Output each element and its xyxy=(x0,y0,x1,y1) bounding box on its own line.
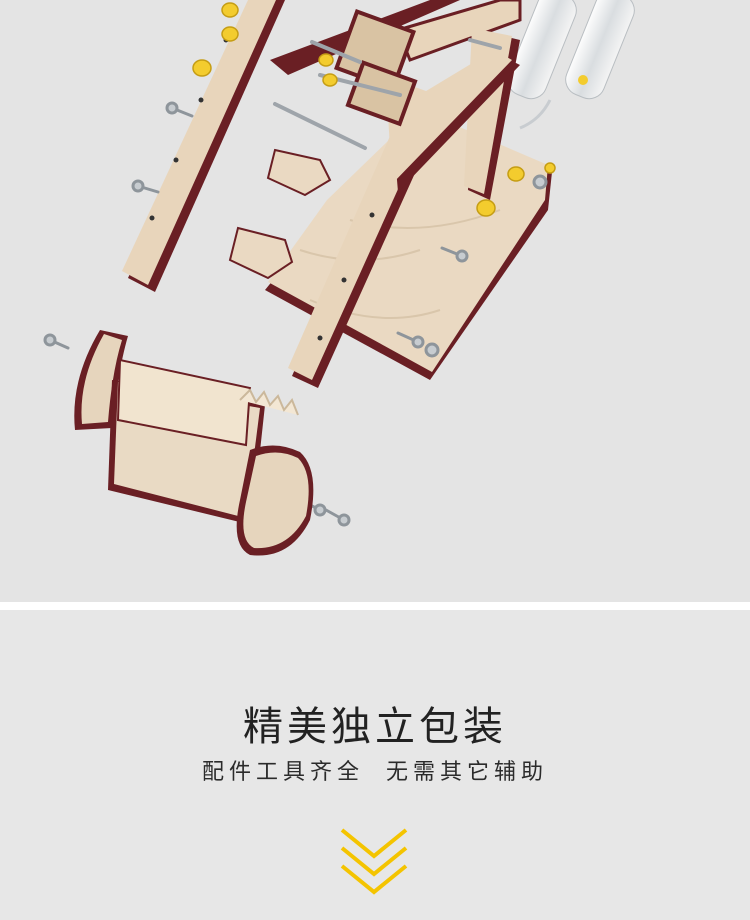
subline-right: 无需其它辅助 xyxy=(386,760,549,785)
bucket-assembly xyxy=(74,330,314,556)
side-tab-pieces xyxy=(228,148,332,280)
section-divider xyxy=(0,602,750,610)
subline-left: 配件工具齐全 xyxy=(201,760,364,785)
subline: 配件工具齐全无需其它辅助 xyxy=(0,754,750,786)
yellow-spacers xyxy=(192,2,556,217)
screws xyxy=(43,101,548,527)
excavator-kit-illustration xyxy=(43,0,635,556)
headline: 精美独立包装 xyxy=(243,704,507,750)
caption-panel: 精美独立包装 配件工具齐全无需其它辅助 xyxy=(0,610,750,920)
syringe-cylinders xyxy=(507,0,635,130)
product-photo xyxy=(43,0,635,556)
chevron-down-triple-icon xyxy=(340,828,408,895)
